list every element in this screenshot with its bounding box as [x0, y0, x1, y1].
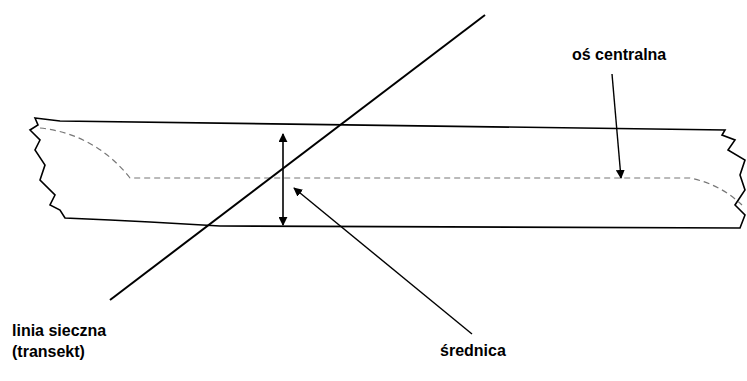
part-label: linia sieczna (transekt)	[12, 320, 142, 362]
leader-line	[612, 74, 621, 178]
diameter-arrow	[282, 134, 284, 225]
part-label: oś centralna	[572, 44, 732, 65]
central-axis	[40, 128, 742, 205]
transect-line	[110, 15, 485, 300]
part-label: średnica	[440, 340, 560, 361]
leader-line	[294, 188, 472, 334]
fibre-outline	[30, 118, 745, 228]
